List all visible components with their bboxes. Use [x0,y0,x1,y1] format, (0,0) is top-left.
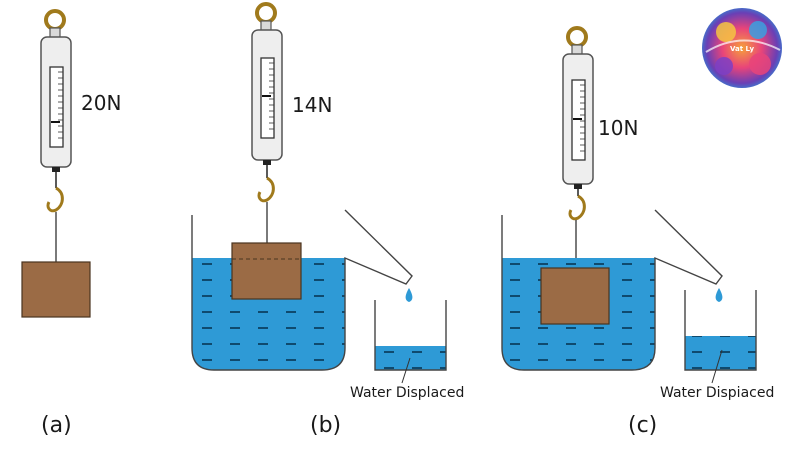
logo-text: Vat Ly [730,45,755,53]
ring [44,9,66,31]
caption-c: Water Dispiaced [660,385,774,401]
scale-window [49,66,64,148]
ring [566,26,588,48]
water-drop [405,288,413,302]
logo: Vat Ly [702,8,782,88]
block [231,242,302,300]
scale-ticks [58,71,63,139]
spring-scale-a [40,9,72,213]
caption-pointer [711,349,723,384]
scale-bottom [574,184,582,189]
caption-b: Water Displaced [350,385,464,401]
displaced-water [375,346,446,370]
scale-ticks [580,84,585,152]
reading-a: 20N [81,91,121,115]
catch-beaker [684,290,757,371]
spring-scale-c [562,26,594,221]
caption-pointer [401,357,411,384]
reading-c: 10N [598,116,638,140]
overflow-beaker [191,209,413,371]
scale-bottom [263,160,271,165]
panel-a: 20N (a) [21,9,121,438]
block [540,267,610,325]
catch-beaker [374,300,447,371]
panel-b: 14N Water Displaced (b) [191,2,464,438]
ring [255,2,277,24]
spring-scale-b [251,2,283,203]
water [192,258,345,370]
block [21,261,91,318]
panel-c: 10N Water Dispiaced (c) [501,26,774,438]
reading-b: 14N [292,93,332,117]
panel-label-b: (b) [310,413,341,438]
displaced-water [685,336,756,370]
hook [568,194,586,221]
scale-ticks [269,62,274,130]
scale-window [260,57,275,139]
hook [257,176,275,203]
water-drop [715,288,723,302]
panel-label-c: (c) [628,413,657,438]
hook [46,186,64,213]
panel-label-a: (a) [41,413,72,438]
scale-bottom [52,167,60,172]
overflow-beaker [501,209,723,371]
